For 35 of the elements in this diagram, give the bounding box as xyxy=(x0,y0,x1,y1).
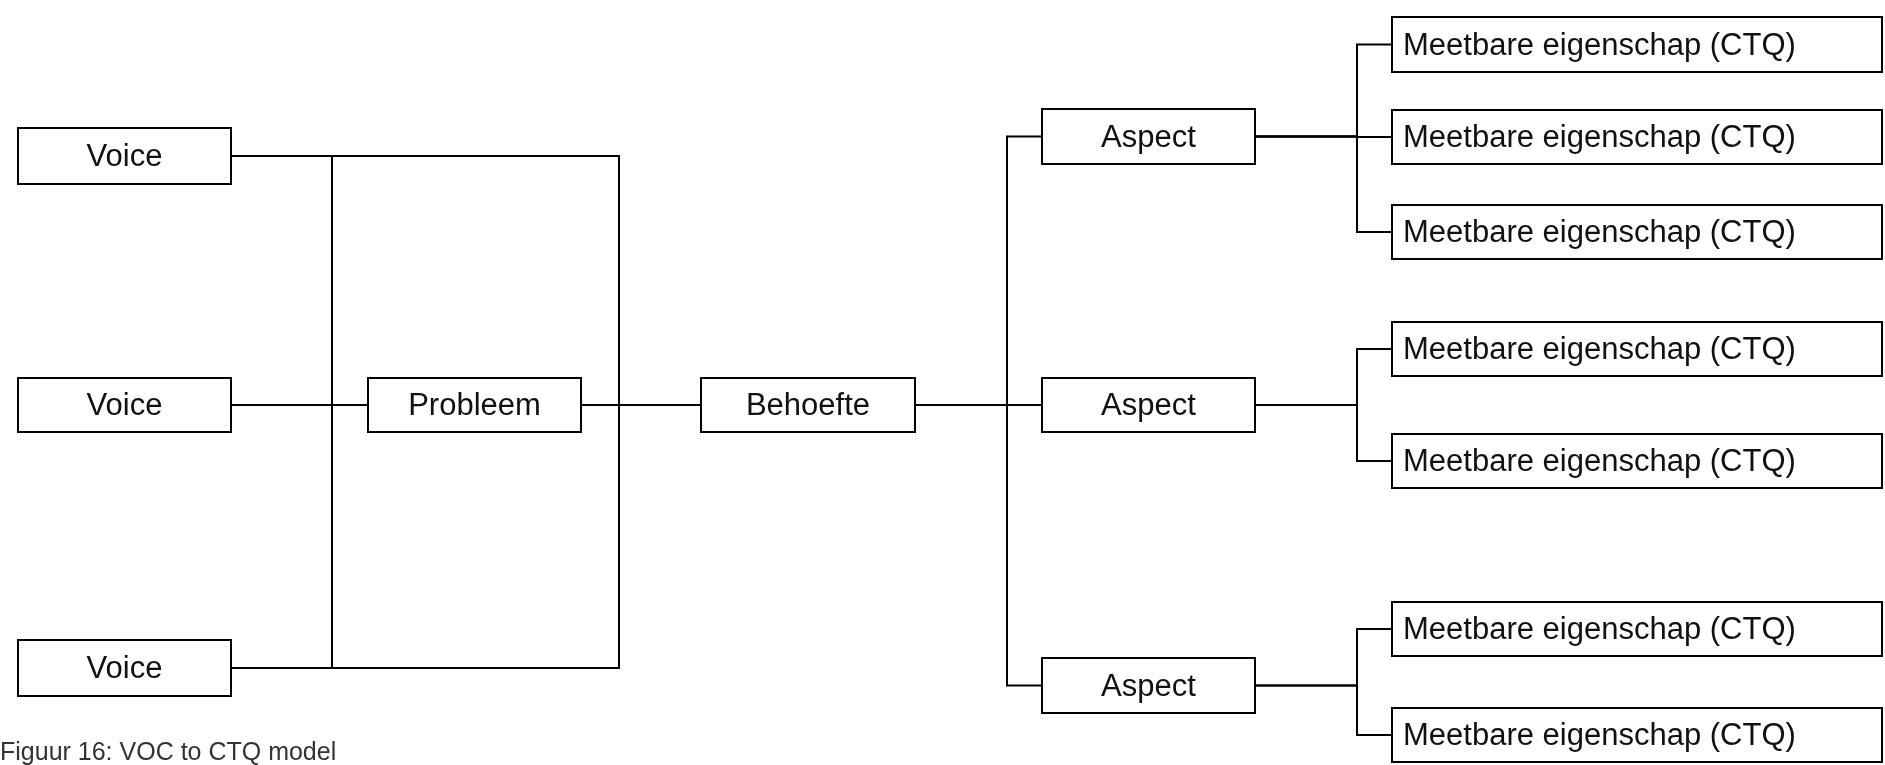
connector-line xyxy=(581,404,701,406)
box-label: Meetbare eigenschap (CTQ) xyxy=(1403,214,1796,250)
box-label: Aspect xyxy=(1101,118,1196,155)
connector-line xyxy=(1255,135,1392,233)
process-box xyxy=(1391,601,1883,657)
box-label: Meetbare eigenschap (CTQ) xyxy=(1403,26,1796,63)
process-box xyxy=(700,377,916,433)
box-label: Behoefte xyxy=(745,387,871,423)
process-box xyxy=(367,377,582,433)
process-box xyxy=(1391,204,1883,260)
box-label: Voice xyxy=(86,650,163,686)
box-label: Meetbare eigenschap (CTQ) xyxy=(1403,717,1796,753)
box-label: Meetbare eigenschap (CTQ) xyxy=(1403,331,1796,367)
process-box xyxy=(1041,657,1256,714)
box-label: Meetbare eigenschap (CTQ) xyxy=(1403,443,1796,479)
box-label: Aspect xyxy=(1101,387,1196,423)
process-box xyxy=(17,639,232,697)
box-label: Meetbare eigenschap (CTQ) xyxy=(1403,611,1796,647)
process-box xyxy=(1041,377,1256,433)
box-label: Probleem xyxy=(408,387,541,423)
process-box xyxy=(1391,433,1883,489)
process-box xyxy=(17,127,232,185)
process-box xyxy=(1391,16,1883,73)
figure-caption: Figuur 16: VOC to CTQ model xyxy=(0,737,337,765)
box-label: Aspect xyxy=(1101,667,1196,704)
process-box xyxy=(1391,109,1883,165)
process-box xyxy=(1391,321,1883,377)
process-box xyxy=(1041,108,1256,165)
connector-line xyxy=(1255,684,1392,736)
box-label: Voice xyxy=(86,138,163,174)
process-box xyxy=(1391,707,1883,763)
box-label: Voice xyxy=(86,387,163,423)
box-label: Meetbare eigenschap (CTQ) xyxy=(1403,119,1796,155)
process-box xyxy=(17,377,232,433)
connector-line xyxy=(1255,404,1392,462)
